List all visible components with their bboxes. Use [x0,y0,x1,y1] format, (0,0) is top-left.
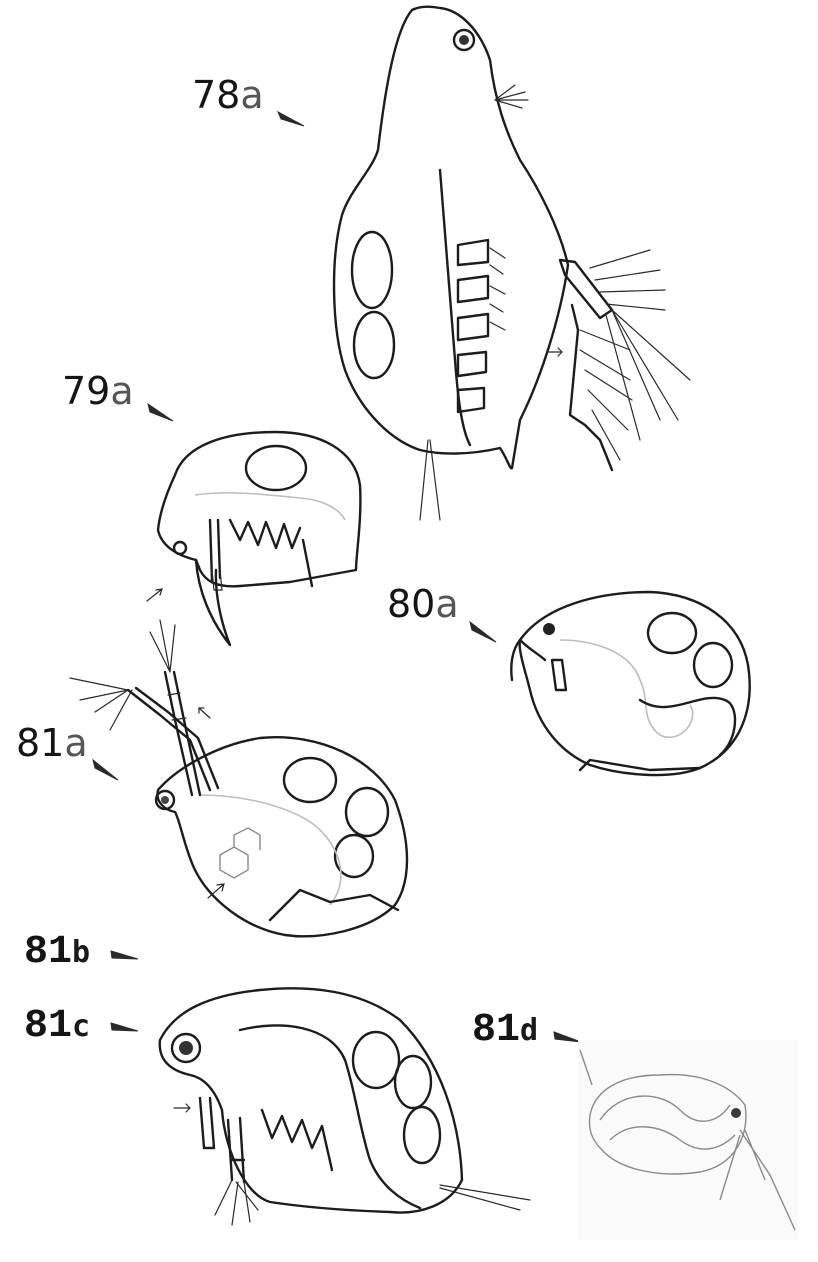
label-81a: 81a [16,724,88,762]
pointer-81c [110,1022,139,1032]
specimen-81a-egg-mid [344,786,390,838]
label-number: 80 [387,582,436,626]
specimen-81a-antenna-right [69,677,220,792]
specimen-78a-egg-upper [350,230,394,310]
specimen-80a-gut [559,639,694,738]
label-suffix: b [72,935,91,970]
specimen-81c-arrow [173,1103,191,1113]
specimen-78a-drawing [332,5,691,521]
specimen-81c-eye [170,1032,202,1064]
label-number: 81 [16,721,65,765]
specimen-80a-drawing [510,590,751,777]
specimen-80a-beak [510,638,547,682]
pointer-80a [469,620,497,643]
specimen-78a-body [332,5,570,470]
label-number: 81 [24,930,73,975]
label-80a: 80a [387,585,459,623]
specimen-78a-antenna-setae [579,249,691,461]
specimen-80a-eye [543,623,555,635]
specimen-81d-inner-contour [609,1126,736,1150]
specimen-78a-shell-margin [438,168,472,447]
specimen-81d-antennae [579,1049,796,1231]
specimen-79a-antennule-tip [211,569,223,591]
specimen-79a-drawing [146,430,362,647]
specimen-80a-antennule [550,658,568,692]
specimen-81a-antenna-left [149,619,202,797]
specimen-81d-photo-bg [578,1040,798,1240]
specimen-81a-embryo [219,827,261,879]
label-suffix: a [64,721,88,765]
label-pointers [92,110,582,1043]
specimen-78a-gut-segments [456,238,506,414]
specimen-79a-body [156,430,362,588]
label-78a: 78a [192,76,264,114]
label-suffix: a [435,582,459,626]
specimen-78a-egg-lower [352,310,396,380]
specimen-81c-eye-pupil [179,1041,193,1055]
specimen-78a-antenna [558,258,614,472]
pointer-78a [276,110,305,127]
specimen-78a-tail-spine [419,439,441,521]
pointer-81d [553,1031,582,1043]
specimen-81c-shell-line [238,1024,422,1210]
label-number: 78 [192,73,241,117]
specimen-81c-antenna-setae [214,1179,259,1226]
specimen-81c-egg-mid [393,1054,433,1110]
specimen-78a-antennule-setae [494,84,529,109]
specimen-79a-egg [244,444,308,492]
label-suffix: a [110,369,134,413]
specimen-80a-egg-upper [646,611,698,655]
specimen-81d-image [578,1040,798,1240]
specimen-81a-egg-top [282,756,338,804]
specimen-81c-egg-low [402,1105,442,1165]
label-79a: 79a [62,372,134,410]
specimen-81a-body [156,736,409,938]
specimen-81a-eye [154,789,176,811]
specimen-78a-arrow [547,347,563,357]
label-number: 81 [472,1008,521,1053]
specimen-80a-ventral [578,758,702,772]
specimen-80a-inner-rim [638,696,737,757]
specimen-79a-shell-inner [194,492,346,521]
specimen-81c-egg-top [351,1030,401,1090]
pointer-81a [92,758,119,781]
specimen-81c-tail-spine [439,1184,531,1211]
specimen-79a-gut [228,518,302,550]
specimen-79a-eye [172,540,188,556]
specimen-80a-egg-lower [692,641,734,689]
specimen-81d-body [588,1073,747,1175]
pointer-81b [110,950,139,960]
specimen-81a-eye-pupil [161,796,169,804]
label-suffix: a [240,73,264,117]
label-81d: 81d [472,1008,538,1051]
specimen-81d-eye [731,1108,741,1118]
label-suffix: d [520,1013,539,1048]
label-81c: 81c [24,1004,90,1047]
specimen-79a-arrow [146,588,163,602]
specimen-81c-antenna [226,1116,246,1184]
specimen-79a-limb [301,538,314,588]
specimen-81a-drawing [69,619,409,938]
specimen-81a-arrow [207,883,225,899]
specimen-81a-ventral [268,888,400,922]
specimen-78a-eye-pupil [459,35,469,45]
label-suffix: c [72,1009,91,1044]
specimen-79a-beak [194,558,232,647]
specimen-81c-body [158,987,464,1214]
specimen-81a-egg-low [333,833,375,879]
specimen-78a-eye [452,28,476,52]
pointer-79a [147,402,174,422]
label-number: 81 [24,1004,73,1049]
specimen-81d-shell-contour [599,1095,731,1122]
specimen-81a-arrow-top [198,707,211,719]
label-number: 79 [62,369,111,413]
specimen-81c-antennule [198,1096,216,1150]
label-81b: 81b [24,930,90,973]
specimen-81a-gut [199,794,342,906]
specimen-81c-gut [260,1108,334,1172]
specimen-81c-drawing [158,987,531,1226]
